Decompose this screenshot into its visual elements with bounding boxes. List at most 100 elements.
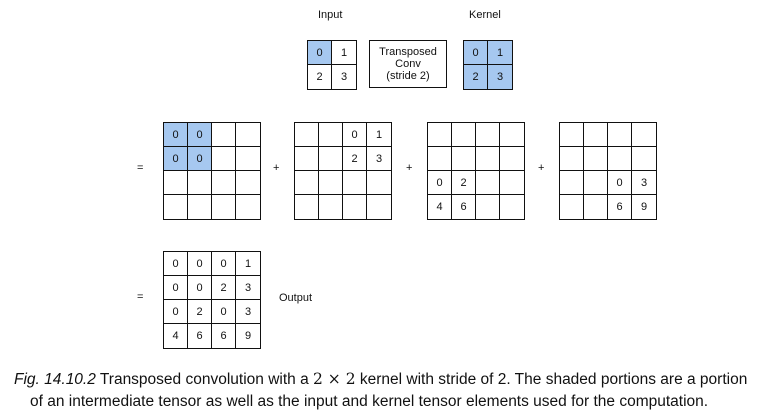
grid-cell bbox=[560, 171, 584, 195]
grid-cell bbox=[500, 123, 524, 147]
grid-cell: 0 bbox=[164, 123, 188, 147]
caption-text-before: Transposed convolution with a bbox=[99, 371, 309, 388]
grid-cell: 3 bbox=[632, 171, 656, 195]
caption-line-2: of an intermediate tensor as well as the… bbox=[30, 393, 709, 410]
input-label: Input bbox=[318, 9, 343, 21]
grid-cell: 2 bbox=[452, 171, 476, 195]
plus-sign-1: + bbox=[273, 162, 280, 174]
grid-cell bbox=[367, 195, 391, 219]
grid-cell: 0 bbox=[188, 276, 212, 300]
grid-cell: 4 bbox=[428, 195, 452, 219]
grid-cell bbox=[560, 123, 584, 147]
grid-cell bbox=[295, 195, 319, 219]
op-line-3: (stride 2) bbox=[386, 70, 430, 82]
grid-cell: 3 bbox=[236, 300, 260, 324]
grid-cell bbox=[319, 195, 343, 219]
grid-cell bbox=[188, 195, 212, 219]
grid-cell: 0 bbox=[428, 171, 452, 195]
grid-cell bbox=[212, 123, 236, 147]
grid-cell bbox=[236, 171, 260, 195]
grid-cell bbox=[476, 195, 500, 219]
plus-sign-3: + bbox=[538, 162, 545, 174]
grid-cell: 2 bbox=[308, 65, 332, 89]
kernel-label: Kernel bbox=[469, 9, 501, 21]
grid-cell: 4 bbox=[164, 324, 188, 348]
output-label: Output bbox=[279, 292, 313, 304]
grid-cell: 9 bbox=[244, 330, 252, 342]
grid-cell bbox=[212, 195, 236, 219]
grid-cell: 3 bbox=[340, 71, 348, 83]
grid-cell bbox=[188, 171, 212, 195]
grid-cell bbox=[500, 195, 524, 219]
grid-cell bbox=[476, 123, 500, 147]
grid-cell bbox=[295, 123, 319, 147]
grid-cell: 3 bbox=[488, 65, 512, 89]
grid-cell: 2 bbox=[188, 300, 212, 324]
op-line-2: Conv bbox=[395, 58, 421, 70]
grid-cell: 0 bbox=[212, 300, 236, 324]
grid-cell bbox=[319, 171, 343, 195]
grid-cell: 0 bbox=[188, 123, 212, 147]
grid-cell: 1 bbox=[367, 123, 391, 147]
grid-cell bbox=[584, 147, 608, 171]
grid-cell bbox=[319, 123, 343, 147]
grid-cell bbox=[560, 195, 584, 219]
equals-sign-1: = bbox=[137, 162, 144, 174]
grid-cell bbox=[212, 147, 236, 171]
grid-cell: 1 bbox=[488, 41, 512, 65]
grid-cell: 0 bbox=[343, 123, 367, 147]
grid-cell: 6 bbox=[188, 324, 212, 348]
grid-cell bbox=[608, 123, 632, 147]
grid-cell: 0 bbox=[164, 147, 188, 171]
op-line-1: Transposed bbox=[379, 46, 437, 58]
grid-cell bbox=[295, 147, 319, 171]
grid-cell: 2 bbox=[212, 276, 236, 300]
grid-cell bbox=[584, 171, 608, 195]
figure-caption: Fig. 14.10.2 Transposed convolution with… bbox=[14, 368, 774, 413]
grid-cell: 0 bbox=[164, 300, 188, 324]
grid-cell bbox=[584, 195, 608, 219]
grid-cell bbox=[632, 147, 656, 171]
grid-cell: 3 bbox=[236, 276, 260, 300]
grid-cell: 0 bbox=[164, 276, 188, 300]
grid-cell: 9 bbox=[640, 201, 648, 213]
grid-cell bbox=[212, 171, 236, 195]
grid-cell bbox=[236, 147, 260, 171]
grid-cell bbox=[319, 147, 343, 171]
plus-sign-2: + bbox=[406, 162, 413, 174]
equals-sign-2: = bbox=[137, 291, 144, 303]
grid-cell bbox=[367, 171, 391, 195]
caption-math: 2 × 2 bbox=[313, 370, 356, 388]
grid-cell: 1 bbox=[236, 252, 260, 276]
grid-cell bbox=[295, 171, 319, 195]
grid-cell bbox=[476, 171, 500, 195]
grid-cell bbox=[452, 123, 476, 147]
grid-cell bbox=[584, 123, 608, 147]
grid-cell bbox=[236, 123, 260, 147]
caption-fig-label: Fig. 14.10.2 bbox=[14, 371, 96, 388]
grid-cell bbox=[343, 195, 367, 219]
grid-cell bbox=[452, 147, 476, 171]
grid-cell: 1 bbox=[332, 41, 356, 65]
grid-cell bbox=[500, 171, 524, 195]
grid-cell bbox=[164, 195, 188, 219]
grid-cell: 6 bbox=[452, 195, 476, 219]
grid-cell: 6 bbox=[212, 324, 236, 348]
grid-cell bbox=[428, 147, 452, 171]
grid-cell: 0 bbox=[608, 171, 632, 195]
grid-cell: 0 bbox=[188, 147, 212, 171]
grid-cell bbox=[608, 147, 632, 171]
transposed-conv-box: Transposed Conv (stride 2) bbox=[369, 40, 447, 88]
grid-cell bbox=[164, 171, 188, 195]
grid-cell bbox=[343, 171, 367, 195]
grid-cell bbox=[560, 147, 584, 171]
grid-cell bbox=[428, 123, 452, 147]
grid-cell bbox=[632, 123, 656, 147]
caption-text-after: kernel with stride of 2. The shaded port… bbox=[359, 371, 748, 388]
